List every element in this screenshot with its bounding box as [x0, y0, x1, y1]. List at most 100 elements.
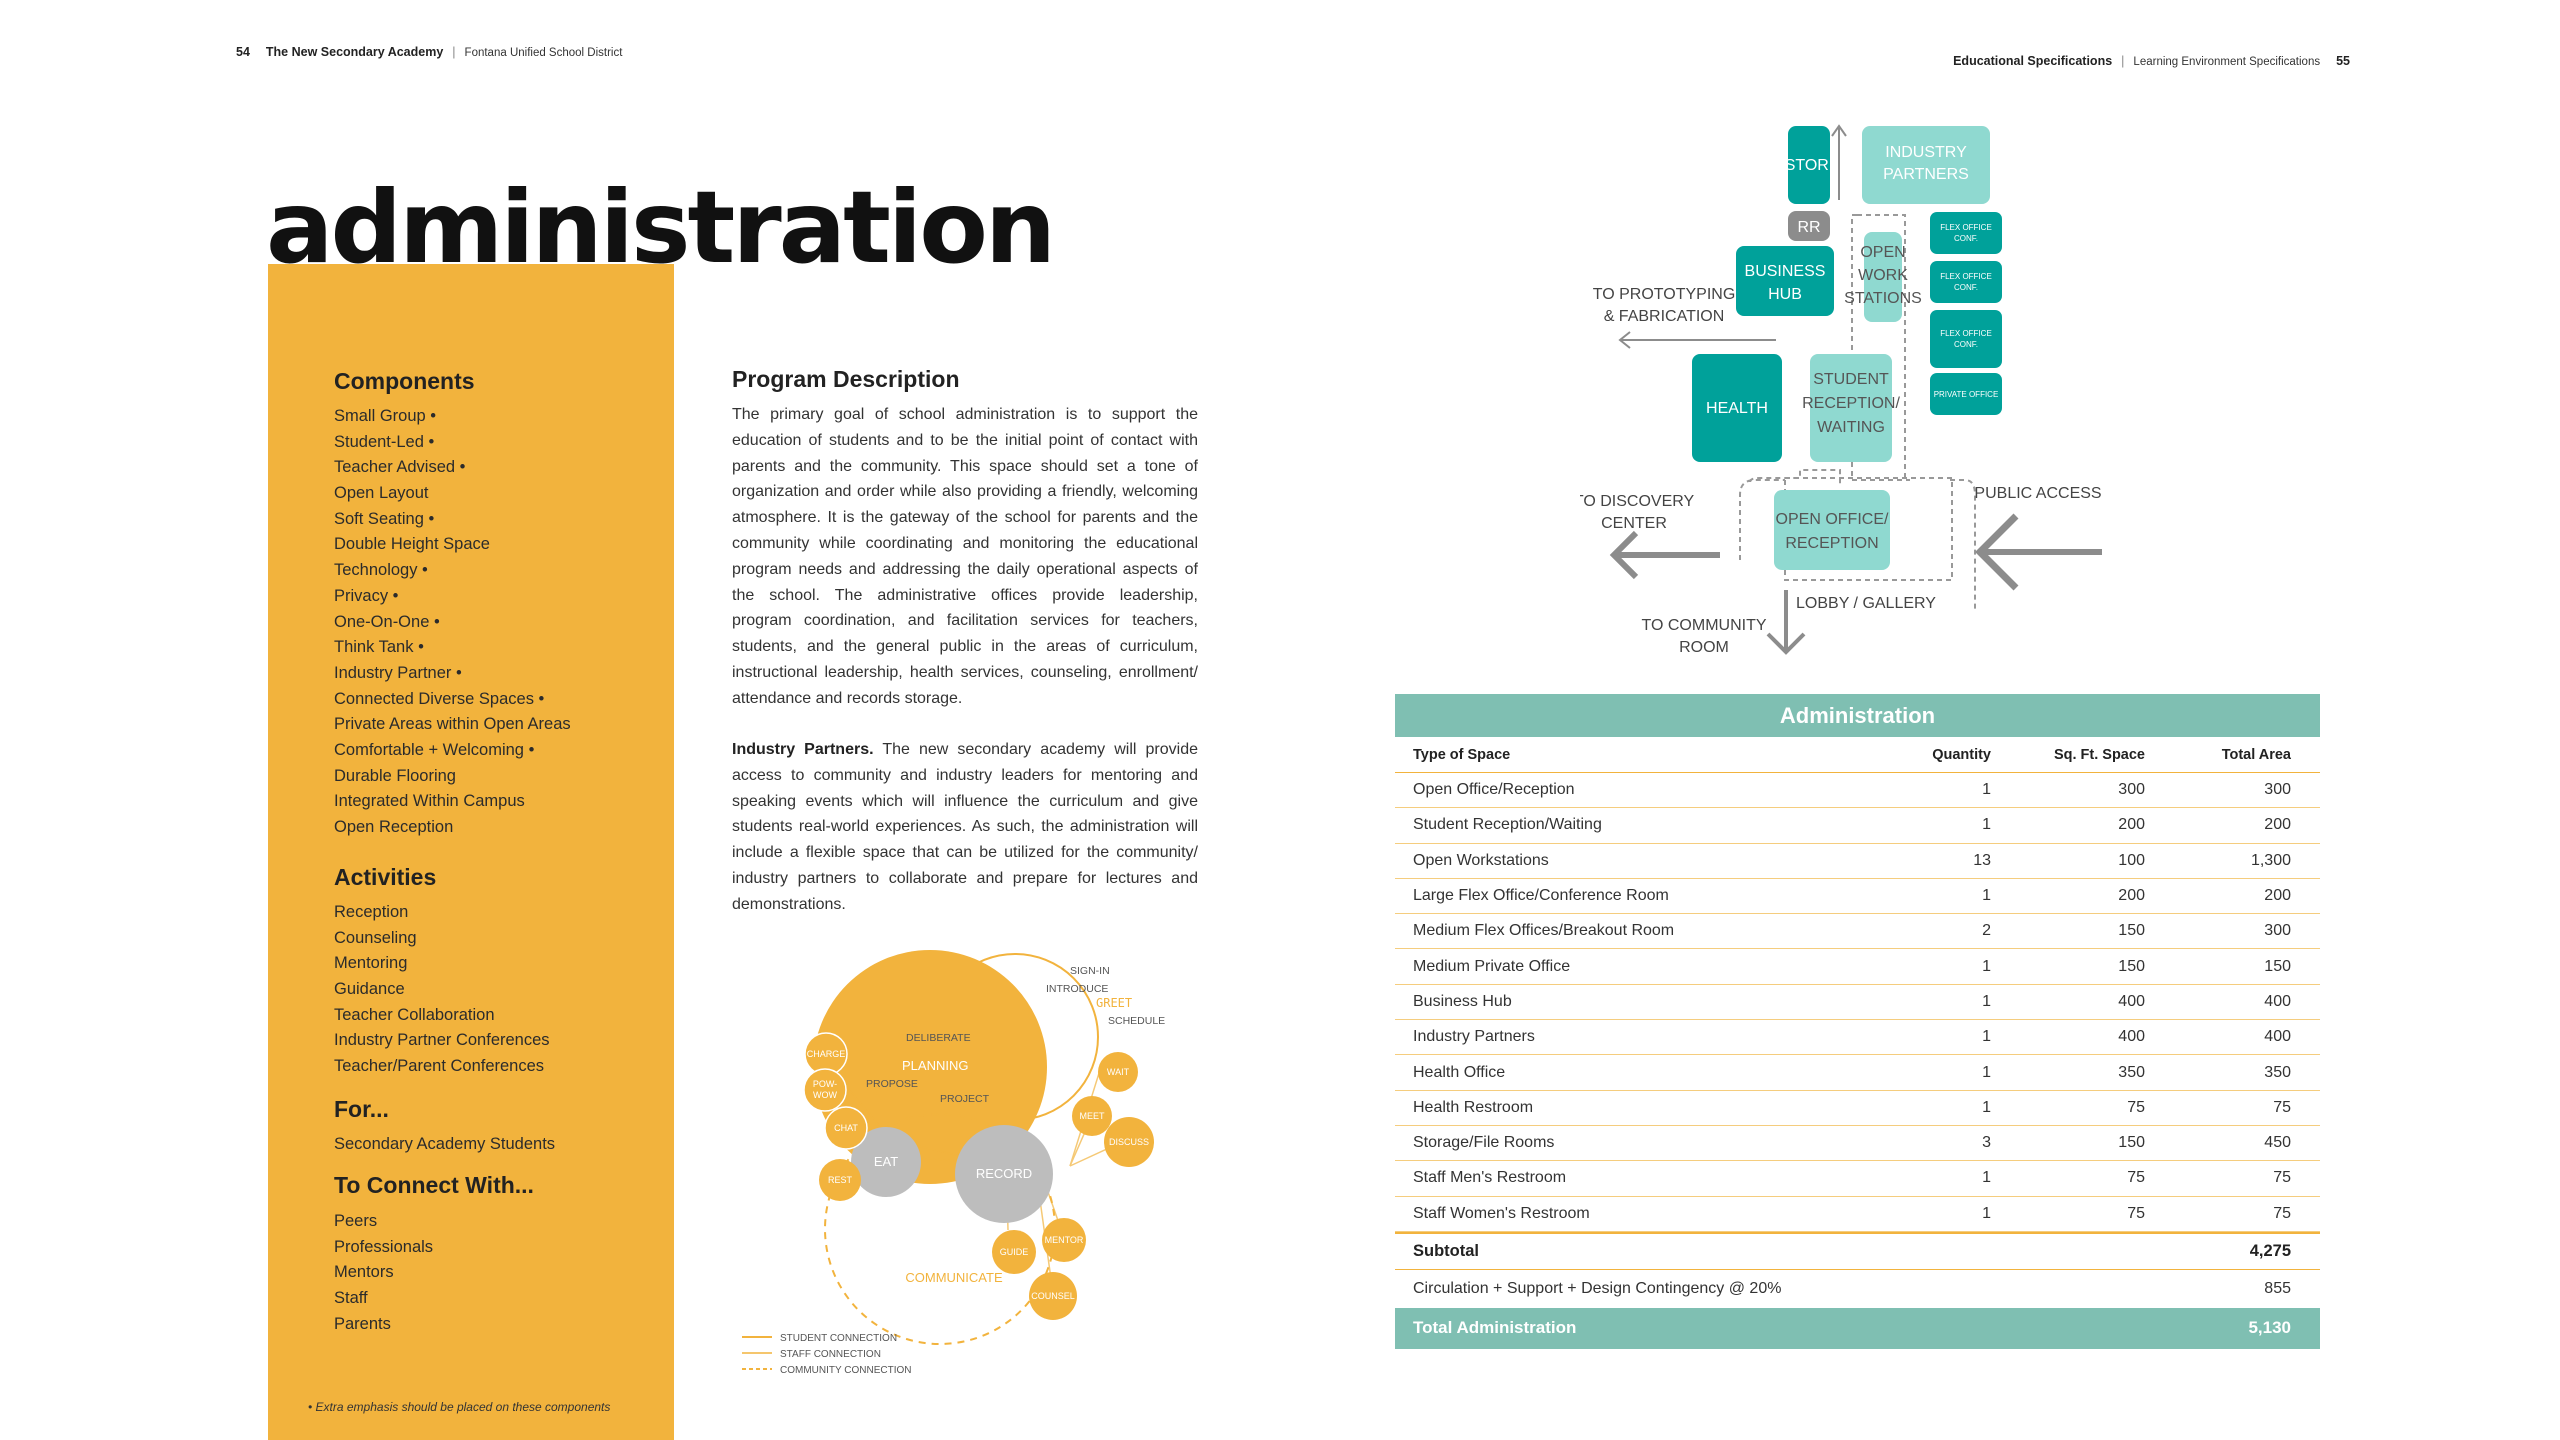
word-deliberate: DELIBERATE: [906, 1032, 971, 1044]
component-item: Integrated Within Campus: [334, 792, 525, 811]
cell-sq-ft: 300: [2118, 781, 2145, 799]
cell-sq-ft: 75: [2127, 1098, 2145, 1116]
rr-box: [1788, 211, 1830, 241]
cell-type-of-space: Staff Women's Restroom: [1413, 1204, 1590, 1222]
adjacency-flow-diagram: STOR. INDUSTRY PARTNERS RR BUSINESS HUB …: [1580, 124, 2102, 656]
cell-total-area: 200: [2264, 887, 2291, 905]
label-partners: PARTNERS: [1883, 166, 1969, 183]
word-charge: CHARGE: [807, 1049, 846, 1059]
word-planning: PLANNING: [902, 1058, 968, 1073]
circulation-row: Circulation + Support + Design Contingen…: [1395, 1270, 2320, 1308]
meet-bubble: [1072, 1096, 1112, 1136]
word-discuss: DISCUSS: [1109, 1137, 1149, 1147]
for-item: Secondary Academy Students: [334, 1135, 556, 1153]
header-quantity: Quantity: [1932, 746, 1991, 763]
label-flex-2b: CONF.: [1954, 283, 1978, 292]
wait-bubble: [1098, 1052, 1138, 1092]
activity-item: Industry Partner Conferences: [334, 1031, 550, 1050]
cell-quantity: 1: [1982, 1204, 1991, 1222]
cell-sq-ft: 100: [2118, 851, 2145, 869]
subsection-title: Learning Environment Specifications: [2133, 56, 2321, 68]
subtotal-label: Subtotal: [1413, 1241, 1479, 1260]
word-schedule: SCHEDULE: [1108, 1015, 1165, 1027]
legend-staff: STAFF CONNECTION: [780, 1349, 881, 1360]
word-mentor: MENTOR: [1045, 1235, 1084, 1245]
component-item: Think Tank •: [334, 638, 424, 657]
component-item: One-On-One •: [334, 612, 440, 631]
label-flex-3b: CONF.: [1954, 340, 1978, 349]
cell-sq-ft: 200: [2118, 816, 2145, 834]
cell-total-area: 75: [2273, 1098, 2291, 1116]
circulation-label: Circulation + Support + Design Contingen…: [1413, 1279, 1782, 1297]
word-wait: WAIT: [1107, 1067, 1130, 1077]
subtotal-row: Subtotal 4,275: [1395, 1231, 2320, 1270]
legend-community: COMMUNITY CONNECTION: [780, 1365, 911, 1376]
cell-sq-ft: 200: [2118, 887, 2145, 905]
emphasis-footnote: • Extra emphasis should be placed on the…: [308, 1400, 611, 1414]
circulation-value: 855: [2264, 1279, 2291, 1297]
word-record: RECORD: [976, 1166, 1032, 1181]
industry-partners-lead: Industry Partners.: [732, 741, 874, 758]
label-open-office: OPEN OFFICE/: [1776, 511, 1889, 528]
label-hub: HUB: [1768, 286, 1802, 303]
flex-office-box-1: [1930, 212, 2002, 254]
word-guide: GUIDE: [1000, 1247, 1029, 1257]
cell-total-area: 300: [2264, 781, 2291, 799]
word-rest: REST: [828, 1175, 853, 1185]
component-item: Soft Seating •: [334, 509, 435, 528]
cell-total-area: 150: [2264, 957, 2291, 975]
page-header-right: Educational Specifications|Learning Envi…: [1953, 54, 2350, 68]
cell-total-area: 400: [2264, 1028, 2291, 1046]
label-reception: RECEPTION: [1785, 535, 1878, 552]
cell-quantity: 2: [1982, 922, 1991, 940]
student-reception-box: [1810, 354, 1892, 462]
chat-bubble: [824, 1106, 868, 1150]
component-item: Privacy •: [334, 586, 399, 605]
label-center: CENTER: [1601, 515, 1667, 532]
total-row: Total Administration 5,130: [1395, 1307, 2320, 1349]
table-title: Administration: [1395, 694, 2320, 737]
cell-total-area: 75: [2273, 1169, 2291, 1187]
activity-item: Reception: [334, 903, 409, 921]
label-flex-3a: FLEX OFFICE: [1940, 329, 1992, 338]
cell-sq-ft: 75: [2127, 1169, 2145, 1187]
connect-item: Peers: [334, 1212, 378, 1230]
activity-bubble-diagram: SIGN-IN INTRODUCE SCHEDULE DELIBERATE PR…: [742, 950, 1165, 1376]
cell-quantity: 1: [1982, 1028, 1991, 1046]
connect-item: Mentors: [334, 1263, 394, 1282]
word-wow: WOW: [813, 1090, 837, 1100]
total-label: Total Administration: [1413, 1318, 1577, 1338]
cell-sq-ft: 350: [2118, 1063, 2145, 1081]
word-introduce: INTRODUCE: [1046, 983, 1108, 995]
label-private-office: PRIVATE OFFICE: [1934, 390, 1999, 399]
component-item: Open Reception: [334, 818, 454, 836]
rest-bubble: [819, 1159, 861, 1201]
cell-sq-ft: 150: [2118, 1134, 2145, 1152]
word-sign-in: SIGN-IN: [1070, 965, 1110, 977]
activity-item: Guidance: [334, 980, 405, 999]
bubble-legend: STUDENT CONNECTION STAFF CONNECTION COMM…: [742, 1333, 911, 1376]
activity-item: Counseling: [334, 928, 417, 947]
administration-space-table: Administration Type of Space Quantity Sq…: [1395, 694, 2320, 1349]
cell-type-of-space: Medium Flex Offices/Breakout Room: [1413, 922, 1675, 940]
connect-item: Parents: [334, 1314, 391, 1333]
total-value: 5,130: [2248, 1318, 2291, 1338]
cell-type-of-space: Large Flex Office/Conference Room: [1413, 887, 1669, 905]
page-title: administration: [266, 169, 1056, 286]
section-title: Educational Specifications: [1953, 54, 2113, 68]
health-box: [1692, 354, 1782, 462]
discuss-bubble: [1104, 1117, 1154, 1167]
label-business: BUSINESS: [1745, 263, 1826, 280]
cell-total-area: 300: [2264, 922, 2291, 940]
cell-sq-ft: 400: [2118, 992, 2145, 1010]
component-item: Small Group •: [334, 407, 437, 425]
word-greet: GREET: [1096, 996, 1132, 1010]
eat-bubble: [851, 1127, 921, 1197]
label-student: STUDENT: [1813, 371, 1889, 388]
